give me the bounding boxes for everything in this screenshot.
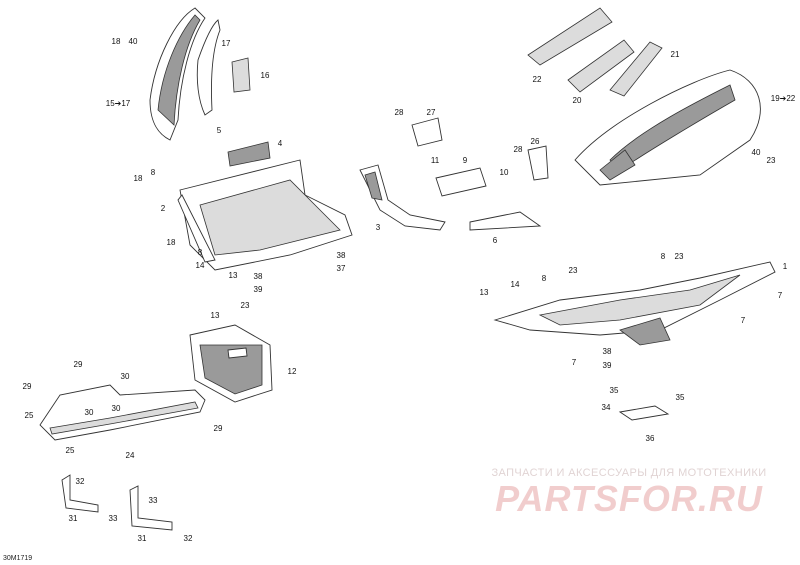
callout-label: 7 — [572, 358, 577, 367]
upper-side-panel — [527, 7, 761, 186]
callout-label: 32 — [76, 477, 85, 486]
callout-label: 7 — [778, 291, 783, 300]
callout-label: 25 — [66, 446, 75, 455]
callout-label: 38 — [254, 272, 263, 281]
callout-label: 38 — [337, 251, 346, 260]
callout-label: 27 — [427, 108, 436, 117]
callout-label: 9 — [463, 156, 468, 165]
callout-label: 14 — [196, 261, 205, 270]
callout-label: 18 — [167, 238, 176, 247]
callout-label: 18 — [134, 174, 143, 183]
callout-label: 6 — [493, 236, 498, 245]
callout-label: 30 — [121, 372, 130, 381]
callout-label: 30 — [112, 404, 121, 413]
callout-label: 13 — [229, 271, 238, 280]
front-grille — [189, 324, 273, 403]
callout-label: 31 — [138, 534, 147, 543]
callout-label: 39 — [254, 285, 263, 294]
mounting-brackets — [411, 117, 549, 231]
callout-label: 8 — [542, 274, 547, 283]
callout-label: 38 — [603, 347, 612, 356]
callout-label: 25 — [25, 411, 34, 420]
callout-label: 8 — [661, 252, 666, 261]
callout-label: 28 — [514, 145, 523, 154]
running-board — [493, 261, 776, 346]
side-deflector-panel — [149, 7, 251, 141]
callout-label: 23 — [569, 266, 578, 275]
diagram-id: 30M1719 — [3, 555, 33, 562]
callout-label: 15➔17 — [106, 99, 131, 108]
callout-label: 30 — [85, 408, 94, 417]
callout-label: 8 — [198, 248, 203, 257]
callout-label: 23 — [675, 252, 684, 261]
callout-label: 19➔22 — [771, 94, 796, 103]
callout-label: 13 — [211, 311, 220, 320]
callout-label: 35 — [610, 386, 619, 395]
callout-label: 36 — [646, 434, 655, 443]
callout-label: 10 — [500, 168, 509, 177]
callout-label: 18 — [112, 37, 121, 46]
callout-label: 4 — [278, 139, 283, 148]
front-bumper — [39, 384, 206, 441]
callout-label: 33 — [109, 514, 118, 523]
callout-label: 2 — [161, 204, 166, 213]
callout-label: 8 — [151, 168, 156, 177]
callout-label: 29 — [74, 360, 83, 369]
callout-label: 28 — [395, 108, 404, 117]
callout-label: 13 — [480, 288, 489, 297]
callout-label: 14 — [511, 280, 520, 289]
callout-label: 23 — [241, 301, 250, 310]
callout-label: 37 — [337, 264, 346, 273]
callout-label: 3 — [376, 223, 381, 232]
mounting-plate — [618, 405, 670, 421]
callout-label: 7 — [741, 316, 746, 325]
callout-label: 31 — [69, 514, 78, 523]
callout-label: 1 — [783, 262, 788, 271]
callout-label: 33 — [149, 496, 158, 505]
callout-label: 12 — [288, 367, 297, 376]
callout-label: 17 — [222, 39, 231, 48]
side-rail — [359, 164, 446, 231]
callout-label: 24 — [126, 451, 135, 460]
callout-label: 35 — [676, 393, 685, 402]
tow-hooks — [61, 474, 173, 531]
callout-label: 21 — [671, 50, 680, 59]
callout-label: 32 — [184, 534, 193, 543]
callout-label: 16 — [261, 71, 270, 80]
callout-label: 5 — [217, 126, 222, 135]
callout-label: 26 — [531, 137, 540, 146]
callout-label: 23 — [767, 156, 776, 165]
callout-label: 29 — [23, 382, 32, 391]
callout-label: 34 — [602, 403, 611, 412]
callout-label: 20 — [573, 96, 582, 105]
belly-pan — [177, 141, 353, 271]
callout-label: 40 — [129, 37, 138, 46]
callout-label: 29 — [214, 424, 223, 433]
callout-label: 22 — [533, 75, 542, 84]
callout-label: 40 — [752, 148, 761, 157]
callout-label: 39 — [603, 361, 612, 370]
callout-label: 11 — [431, 156, 440, 165]
